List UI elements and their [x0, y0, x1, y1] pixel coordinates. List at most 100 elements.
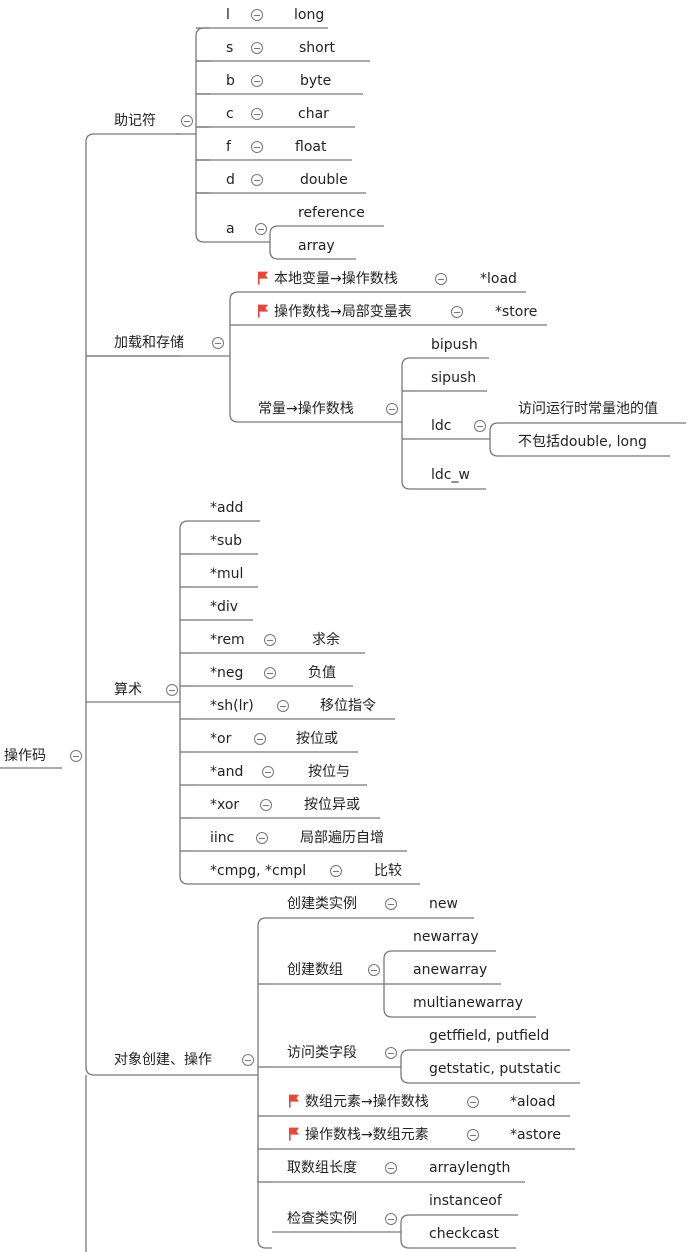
mnemonic-key[interactable]: c — [226, 106, 234, 122]
arith-op[interactable]: *or — [210, 731, 232, 747]
item-collapse-icon[interactable] — [474, 420, 486, 432]
node-value[interactable]: arraylength — [429, 1160, 511, 1176]
const-op[interactable]: sipush — [431, 370, 477, 386]
arith-op[interactable]: *cmpg, *cmpl — [210, 863, 307, 879]
arith-op[interactable]: *mul — [210, 566, 244, 582]
item-collapse-icon[interactable] — [251, 174, 263, 186]
item-collapse-icon[interactable] — [385, 898, 397, 910]
arith-desc[interactable]: 比较 — [374, 863, 402, 879]
item-collapse-icon[interactable] — [251, 42, 263, 54]
arith-desc[interactable]: 按位与 — [308, 764, 350, 780]
mnemonic-value[interactable]: double — [300, 172, 348, 188]
objects-collapse-icon[interactable] — [242, 1054, 254, 1066]
node-value[interactable]: *load — [480, 271, 517, 287]
arith-op[interactable]: *sub — [210, 533, 243, 549]
node-create-array[interactable]: 创建数组 — [287, 962, 343, 978]
arith-desc[interactable]: 局部遍历自增 — [300, 830, 384, 846]
item-collapse-icon[interactable] — [251, 141, 263, 153]
branch-load-store[interactable]: 加载和存储 — [114, 335, 184, 351]
array-op[interactable]: anewarray — [413, 962, 488, 978]
branch-mnemonic[interactable]: 助记符 — [114, 113, 156, 129]
mnemonic-key[interactable]: d — [226, 172, 235, 188]
load-store-collapse-icon[interactable] — [212, 337, 224, 349]
mnemonic-key[interactable]: s — [226, 40, 234, 56]
item-collapse-icon[interactable] — [386, 403, 398, 415]
mnemonic-value[interactable]: reference — [298, 205, 365, 221]
item-collapse-icon[interactable] — [251, 108, 263, 120]
mnemonic-value[interactable]: float — [295, 139, 327, 155]
branch-arithmetic[interactable]: 算术 — [114, 682, 142, 698]
item-collapse-icon[interactable] — [262, 766, 274, 778]
node-check-instance[interactable]: 检查类实例 — [287, 1211, 357, 1227]
mnemonic-collapse-icon[interactable] — [181, 115, 193, 127]
node-array-to-stack[interactable]: 数组元素→操作数栈 — [305, 1094, 429, 1110]
item-collapse-icon[interactable] — [385, 1047, 397, 1059]
node-stack-to-local[interactable]: 操作数栈→局部变量表 — [274, 304, 412, 320]
node-stack-to-array[interactable]: 操作数栈→数组元素 — [305, 1127, 429, 1143]
mnemonic-key[interactable]: f — [226, 139, 231, 155]
root-node[interactable]: 操作码 — [4, 748, 46, 764]
root-collapse-icon[interactable] — [70, 750, 82, 762]
arith-desc[interactable]: 负值 — [308, 665, 336, 681]
mnemonic-key[interactable]: b — [226, 73, 235, 89]
item-collapse-icon[interactable] — [256, 832, 268, 844]
arith-desc[interactable]: 求余 — [312, 632, 340, 648]
node-value[interactable]: *astore — [510, 1127, 561, 1143]
item-collapse-icon[interactable] — [368, 964, 380, 976]
arith-desc[interactable]: 按位异或 — [304, 797, 360, 813]
branch-objects[interactable]: 对象创建、操作 — [114, 1052, 212, 1068]
arith-desc[interactable]: 移位指令 — [320, 698, 376, 714]
node-const-to-stack[interactable]: 常量→操作数栈 — [258, 401, 354, 417]
item-collapse-icon[interactable] — [254, 733, 266, 745]
item-collapse-icon[interactable] — [467, 1096, 479, 1108]
node-create-instance[interactable]: 创建类实例 — [287, 896, 357, 912]
node-value[interactable]: new — [429, 896, 458, 912]
mnemonic-value[interactable]: long — [294, 7, 325, 23]
array-op[interactable]: multianewarray — [413, 995, 524, 1011]
arith-desc[interactable]: 按位或 — [296, 731, 338, 747]
arith-op[interactable]: *div — [210, 599, 239, 615]
arith-op[interactable]: *and — [210, 764, 244, 780]
ldc-note[interactable]: 不包括double, long — [518, 434, 647, 450]
node-access-field[interactable]: 访问类字段 — [287, 1045, 357, 1061]
mnemonic-value[interactable]: short — [299, 40, 335, 56]
item-collapse-icon[interactable] — [264, 634, 276, 646]
item-collapse-icon[interactable] — [385, 1213, 397, 1225]
check-op[interactable]: instanceof — [429, 1193, 502, 1209]
field-op[interactable]: getstatic, putstatic — [429, 1061, 562, 1077]
mnemonic-value[interactable]: byte — [300, 73, 332, 89]
item-collapse-icon[interactable] — [451, 306, 463, 318]
node-array-length[interactable]: 取数组长度 — [287, 1160, 357, 1176]
mnemonic-key[interactable]: a — [226, 221, 235, 237]
array-op[interactable]: newarray — [413, 929, 479, 945]
arith-op[interactable]: *neg — [210, 665, 244, 681]
node-value[interactable]: *store — [495, 304, 538, 320]
arithmetic-collapse-icon[interactable] — [166, 684, 178, 696]
const-op[interactable]: bipush — [431, 337, 478, 353]
item-collapse-icon[interactable] — [277, 700, 289, 712]
arith-op[interactable]: iinc — [210, 830, 235, 846]
arith-op[interactable]: *xor — [210, 797, 240, 813]
field-op[interactable]: getffield, putfield — [429, 1028, 550, 1044]
const-op[interactable]: ldc_w — [431, 467, 470, 483]
ldc-note[interactable]: 访问运行时常量池的值 — [518, 401, 658, 417]
item-collapse-icon[interactable] — [385, 1162, 397, 1174]
item-collapse-icon[interactable] — [330, 865, 342, 877]
item-collapse-icon[interactable] — [251, 75, 263, 87]
node-value[interactable]: *aload — [510, 1094, 556, 1110]
mnemonic-key[interactable]: l — [226, 7, 230, 23]
arith-op[interactable]: *rem — [210, 632, 245, 648]
item-collapse-icon[interactable] — [264, 667, 276, 679]
const-op[interactable]: ldc — [431, 418, 452, 434]
node-local-to-stack[interactable]: 本地变量→操作数栈 — [274, 271, 398, 287]
mnemonic-value[interactable]: array — [298, 238, 335, 254]
item-collapse-icon[interactable] — [467, 1129, 479, 1141]
mnemonic-value[interactable]: char — [298, 106, 329, 122]
item-collapse-icon[interactable] — [255, 223, 267, 235]
item-collapse-icon[interactable] — [251, 9, 263, 21]
item-collapse-icon[interactable] — [435, 273, 447, 285]
item-collapse-icon[interactable] — [260, 799, 272, 811]
arith-op[interactable]: *sh(lr) — [210, 698, 254, 714]
check-op[interactable]: checkcast — [429, 1226, 500, 1242]
arith-op[interactable]: *add — [210, 500, 244, 516]
